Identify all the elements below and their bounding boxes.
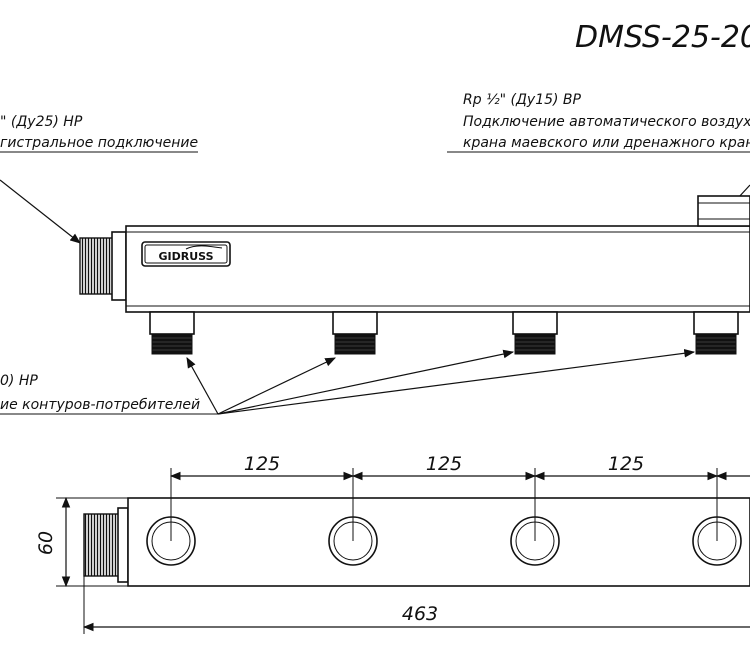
manifold-body bbox=[125, 225, 750, 313]
inlet-nut bbox=[111, 231, 127, 301]
spacing-dim-2: 125 bbox=[426, 453, 462, 475]
consumer-desc-label: ие контуров-потребителей bbox=[0, 397, 200, 413]
main-connection-size-label: " (Ду25) НР bbox=[0, 114, 83, 130]
air-vent-size-label: Rp ½" (Ду15) ВР bbox=[463, 92, 582, 108]
consumer-leader-arrows bbox=[186, 348, 696, 415]
outlet-pipe-1 bbox=[149, 311, 195, 355]
height-dimension bbox=[56, 496, 128, 588]
outlet-pipe-2 bbox=[332, 311, 378, 355]
outlet-pipe-3 bbox=[512, 311, 558, 355]
outlet-pipe-4 bbox=[693, 311, 739, 355]
length-dimension bbox=[82, 576, 750, 634]
brand-logo-text: GIDRUSS bbox=[158, 250, 213, 263]
spacing-dim-1: 125 bbox=[244, 453, 280, 475]
manifold-bottom-view bbox=[83, 497, 750, 587]
air-vent-desc-line2: крана маевского или дренажного крана bbox=[463, 135, 750, 151]
air-vent-desc-line1: Подключение автоматического воздухо bbox=[463, 114, 750, 130]
consumer-size-label: 0) НР bbox=[0, 373, 38, 389]
main-connection-leader-arrow bbox=[0, 179, 81, 244]
main-connection-desc-label: гистральное подключение bbox=[0, 135, 198, 151]
spacing-dim-3: 125 bbox=[608, 453, 644, 475]
length-dim: 463 bbox=[402, 603, 438, 625]
spacing-dimensions bbox=[169, 468, 750, 541]
height-dim: 60 bbox=[35, 531, 57, 555]
air-vent-boss bbox=[697, 195, 750, 227]
manifold-side-view: GIDRUSS bbox=[79, 195, 750, 355]
manifold-body-bottom bbox=[127, 497, 750, 587]
model-title: DMSS-25-20 bbox=[575, 20, 750, 55]
brand-plate bbox=[141, 241, 231, 267]
